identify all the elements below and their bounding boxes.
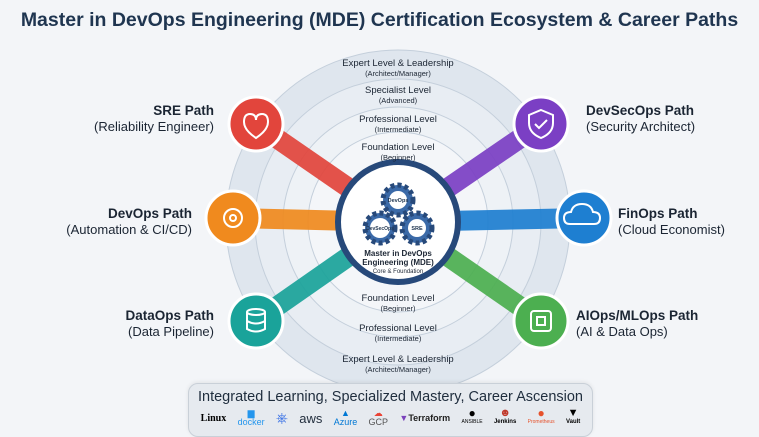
level-sub: (Architect/Manager) — [365, 365, 431, 374]
path-name: DataOps Path — [125, 308, 214, 323]
cloud-dollar-icon — [555, 189, 613, 247]
docker-logo: ▆docker — [237, 408, 265, 427]
path-aiops: AIOps/MLOps Path(AI & Data Ops) — [576, 308, 698, 340]
path-role: (AI & Data Ops) — [576, 324, 668, 339]
kubernetes-logo: ⎈ — [275, 409, 288, 427]
path-role: (Reliability Engineer) — [94, 119, 214, 134]
shield-check-icon — [512, 95, 570, 153]
gear-devsecops: DevSecOps — [366, 226, 394, 232]
level-name: Professional Level — [359, 323, 437, 334]
vault-logo: ▼Vault — [565, 407, 581, 426]
path-role: (Cloud Economist) — [618, 222, 725, 237]
level-sub: (Beginner) — [380, 304, 416, 313]
gear-devops: DevOps — [388, 198, 409, 204]
core-title-2: Engineering (MDE) — [362, 258, 434, 267]
gear-sre: SRE — [411, 226, 423, 232]
database-icon — [227, 292, 285, 350]
icon-circles — [204, 95, 613, 350]
level-sub: (Intermediate) — [375, 125, 422, 134]
cycle-gear-icon — [204, 189, 262, 247]
footer-panel: Integrated Learning, Specialized Mastery… — [188, 383, 593, 437]
level-name: Expert Level & Leadership — [342, 354, 453, 365]
path-devops: DevOps Path(Automation & CI/CD) — [66, 206, 192, 238]
levels-top: Expert Level & Leadership (Architect/Man… — [342, 58, 453, 162]
path-name: AIOps/MLOps Path — [576, 308, 699, 323]
path-role: (Data Pipeline) — [128, 324, 214, 339]
path-name: DevOps Path — [107, 206, 192, 221]
azure-logo: ▲Azure — [333, 408, 358, 427]
level-sub: (Intermediate) — [375, 334, 422, 343]
level-sub: (Beginner) — [380, 153, 416, 162]
path-finops: FinOps Path(Cloud Economist) — [618, 206, 725, 238]
terraform-logo: ▼Terraform — [399, 412, 451, 423]
level-name: Specialist Level — [365, 85, 431, 96]
linux-logo: Linux — [200, 412, 227, 424]
path-role: (Automation & CI/CD) — [66, 222, 192, 237]
level-sub: (Advanced) — [379, 96, 418, 105]
path-role: (Security Architect) — [586, 119, 696, 134]
path-dataops: DataOps Path(Data Pipeline) — [125, 308, 214, 340]
levels-bottom: Foundation Level (Beginner) Professional… — [342, 293, 453, 374]
jenkins-logo: ☻Jenkins — [493, 407, 517, 426]
core-title-1: Master in DevOps — [364, 249, 432, 258]
tool-logos: Linux ▆docker ⎈ aws ▲Azure ☁GCP ▼Terrafo… — [189, 406, 592, 427]
path-name: FinOps Path — [618, 206, 698, 221]
level-name: Expert Level & Leadership — [342, 58, 453, 69]
level-name: Professional Level — [359, 114, 437, 125]
path-name: SRE Path — [153, 103, 214, 118]
level-name: Foundation Level — [362, 293, 435, 304]
page-title: Master in DevOps Engineering (MDE) Certi… — [20, 9, 739, 31]
sre-icon — [227, 95, 285, 153]
aws-logo: aws — [299, 410, 323, 426]
level-sub: (Architect/Manager) — [365, 69, 431, 78]
path-devsecops: DevSecOps Path(Security Architect) — [586, 103, 695, 135]
gcp-logo: ☁GCP — [368, 408, 389, 427]
path-name: DevSecOps Path — [586, 103, 695, 118]
footer-tagline: Integrated Learning, Specialized Mastery… — [197, 389, 583, 405]
core-subtitle: Core & Foundation — [373, 269, 423, 275]
core-circle: DevOps DevSecOps SRE Master in DevOps En… — [335, 159, 461, 285]
chip-icon — [512, 292, 570, 350]
path-sre: SRE Path(Reliability Engineer) — [94, 103, 214, 135]
prometheus-logo: ●Prometheus — [527, 406, 555, 425]
level-name: Foundation Level — [362, 142, 435, 153]
ansible-logo: ●ANSIBLE — [461, 406, 483, 425]
